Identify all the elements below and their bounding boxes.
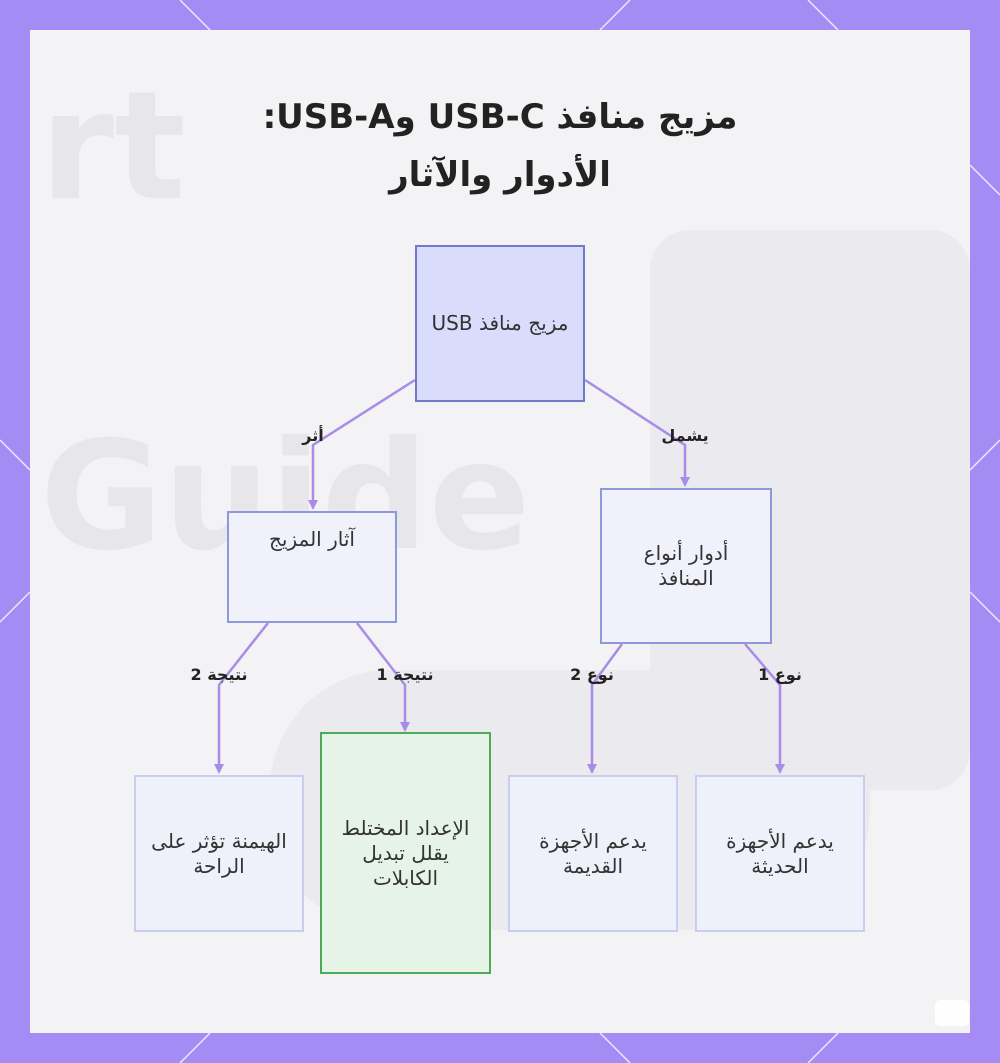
background-watermark: rt bbox=[40, 60, 186, 234]
node-label: مزيج منافذ USB bbox=[431, 311, 569, 335]
node-label: يدعم الأجهزة القديمة bbox=[539, 828, 647, 878]
node-usb-port-mix: مزيج منافذ USB bbox=[415, 245, 585, 402]
diagram-edges bbox=[214, 378, 785, 774]
edge-effects-to-mixed bbox=[356, 622, 410, 732]
edge-roles-to-legacy bbox=[587, 643, 624, 774]
edge-root-to-roles bbox=[584, 378, 690, 487]
logo-icon bbox=[935, 1000, 969, 1026]
title-line-2: الأدوار والآثار bbox=[389, 155, 611, 195]
node-dominance: الهيمنة تؤثر على الراحة bbox=[134, 775, 304, 932]
edge-label-result2: نتيجة 2 bbox=[190, 665, 248, 684]
node-legacy-devices: يدعم الأجهزة القديمة bbox=[508, 775, 678, 932]
node-mix-effects: آثار المزيج bbox=[227, 511, 397, 623]
edge-label-effect: أثر bbox=[302, 426, 324, 445]
edge-effects-to-dominance bbox=[214, 622, 269, 774]
edge-label-includes: يشمل bbox=[661, 426, 709, 445]
diagram-card: rt Guide مزيج منافذ USB-C وUSB-A: الأدوا… bbox=[30, 30, 970, 1033]
node-modern-devices: يدعم الأجهزة الحديثة bbox=[695, 775, 865, 932]
edge-label-result1: نتيجة 1 bbox=[376, 665, 434, 684]
edge-root-to-effects bbox=[308, 378, 416, 510]
node-label: يدعم الأجهزة الحديثة bbox=[726, 828, 834, 878]
node-label: الإعداد المختلط يقلل تبديل الكابلات bbox=[341, 815, 470, 890]
edge-label-type2: نوع 2 bbox=[570, 665, 614, 684]
node-label: آثار المزيج bbox=[269, 527, 355, 551]
title-line-1: مزيج منافذ USB-C وUSB-A: bbox=[262, 97, 738, 137]
node-mixed-setup: الإعداد المختلط يقلل تبديل الكابلات bbox=[320, 732, 491, 974]
edge-label-type1: نوع 1 bbox=[758, 665, 802, 684]
page-title: مزيج منافذ USB-C وUSB-A: الأدوار والآثار bbox=[30, 88, 970, 204]
node-label: أدوار أنواع المنافذ bbox=[643, 541, 729, 590]
edge-roles-to-modern bbox=[744, 643, 785, 774]
node-port-roles: أدوار أنواع المنافذ bbox=[600, 488, 772, 644]
node-label: الهيمنة تؤثر على الراحة bbox=[151, 828, 287, 878]
